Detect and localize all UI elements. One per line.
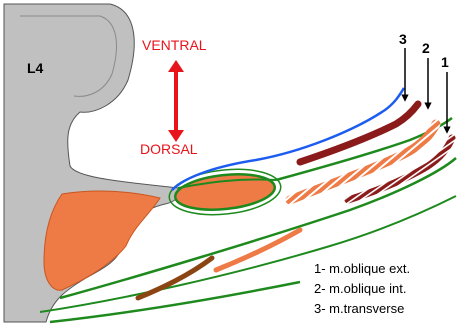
direction-ventral-label: VENTRAL	[142, 38, 207, 52]
legend-item-oblique-ext: 1- m.oblique ext.	[314, 262, 410, 275]
number-label-3: 3	[399, 32, 407, 46]
fascia-lower-3	[50, 282, 300, 322]
number-label-1: 1	[441, 55, 449, 69]
direction-arrow-up-head	[168, 60, 184, 72]
vertebra-label: L4	[27, 61, 43, 75]
quadratus-muscle	[173, 170, 276, 214]
legend-item-transverse: 3- m.transverse	[314, 302, 404, 315]
legend-item-oblique-int: 2- m.oblique int.	[314, 282, 407, 295]
number-label-2: 2	[422, 41, 430, 55]
direction-dorsal-label: DORSAL	[140, 142, 198, 156]
